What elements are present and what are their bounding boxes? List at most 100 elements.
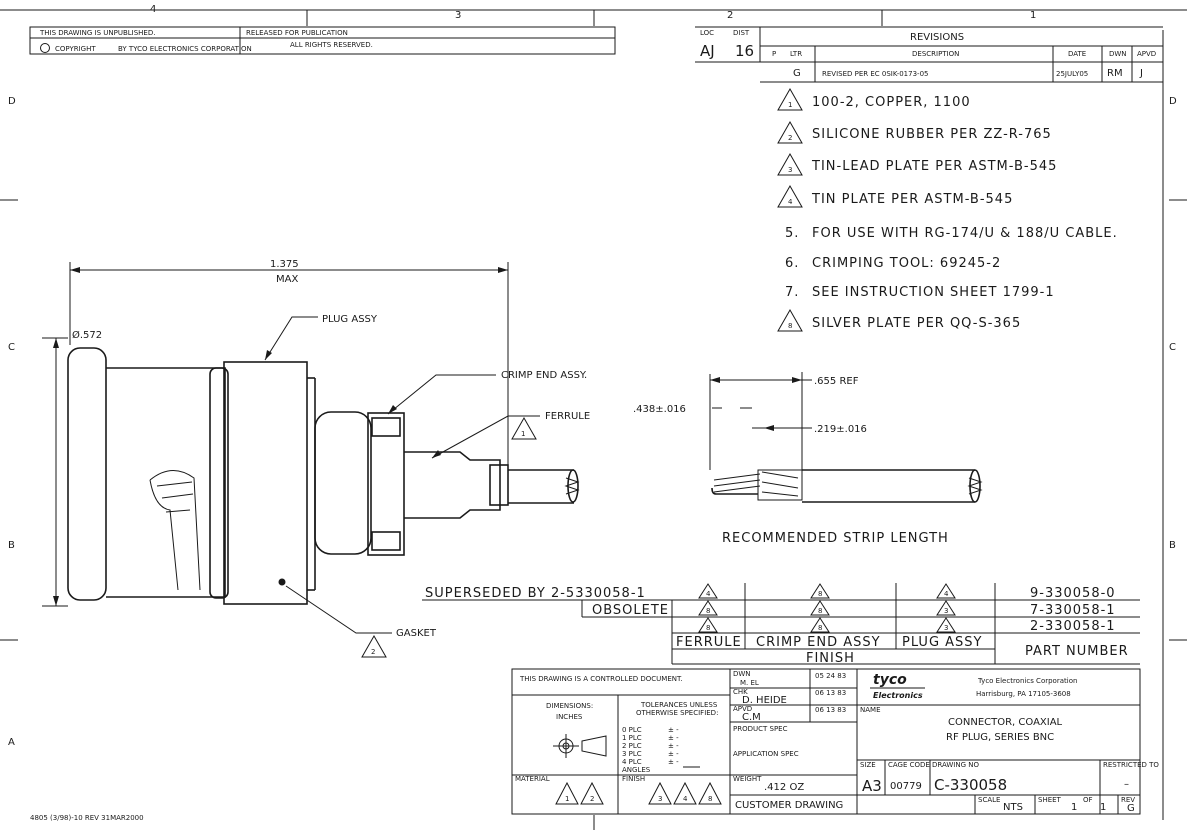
- material-flag: 2: [590, 795, 594, 803]
- part-table-row: 4 8 4 9-330058-0: [698, 583, 1116, 601]
- controlled-document-note: THIS DRAWING IS A CONTROLLED DOCUMENT.: [519, 675, 683, 683]
- zone-label-side-right: C: [1169, 342, 1176, 353]
- diameter-dimension: Ø.572: [72, 329, 102, 341]
- sheet-label: SHEET: [1038, 796, 1062, 804]
- rev-letter: G: [793, 68, 801, 79]
- dwn-date: 05 24 83: [815, 672, 846, 680]
- part-number-header: PART NUMBER: [1025, 644, 1129, 659]
- chk-date: 06 13 83: [815, 689, 846, 697]
- form-footer: 4805 (3/98)-10 REV 31MAR2000: [30, 814, 144, 822]
- tolerance-value: ± -: [668, 726, 679, 734]
- finish-flag: 8: [706, 624, 710, 632]
- dist-value: 16: [735, 42, 754, 60]
- tolerance-value: ± -: [668, 734, 679, 742]
- part-number: 2-330058-1: [1030, 619, 1116, 634]
- scale-label: SCALE: [978, 796, 1000, 804]
- note-text: FOR USE WITH RG-174/U & 188/U CABLE.: [812, 226, 1118, 241]
- restricted-value: –: [1124, 779, 1129, 790]
- note-text: CRIMPING TOOL: 69245-2: [812, 256, 1001, 271]
- plug-assy-label: PLUG ASSY: [322, 314, 378, 325]
- zone-label-side-right: B: [1169, 540, 1176, 551]
- finish-flag: 8: [708, 795, 712, 803]
- chk-value: D. HEIDE: [742, 695, 787, 706]
- drawing-no-value: C-330058: [934, 776, 1007, 794]
- weight-label: WEIGHT: [733, 775, 762, 783]
- released-note: RELEASED FOR PUBLICATION: [246, 29, 348, 37]
- note-number: 2: [788, 134, 792, 142]
- note-text: 100-2, COPPER, 1100: [812, 95, 971, 110]
- zone-label-top: 2: [727, 10, 733, 21]
- zone-label-side: B: [8, 540, 15, 551]
- tolerance-value: ± -: [668, 758, 679, 766]
- tolerance-row: 2 PLC: [622, 742, 642, 750]
- ferrule-label: FERRULE: [545, 411, 590, 422]
- tolerance-rows: 0 PLC 1 PLC 2 PLC 3 PLC 4 PLC ANGLES ± -…: [622, 726, 679, 774]
- weight-value: .412 OZ: [764, 782, 804, 793]
- gasket-label: GASKET: [396, 628, 437, 639]
- zone-label-side: C: [8, 342, 15, 353]
- drawing-border: [0, 9, 1187, 830]
- dwn-label: DWN: [733, 670, 751, 678]
- of-value: 1: [1100, 802, 1106, 813]
- finish-flag: 8: [706, 607, 710, 615]
- rev-col-description: DESCRIPTION: [912, 50, 959, 58]
- product-spec-label: PRODUCT SPEC: [733, 725, 788, 733]
- col-plug: PLUG ASSY: [902, 635, 983, 650]
- note-flag-triangle: [777, 87, 803, 111]
- rev-col-p: P: [772, 50, 776, 58]
- rev-col-dwn: DWN: [1109, 50, 1127, 58]
- connector-drawing: [42, 262, 580, 658]
- customer-drawing-label: CUSTOMER DRAWING: [735, 800, 843, 811]
- zone-label-side: D: [8, 96, 16, 107]
- finish-flag: 3: [658, 795, 662, 803]
- copyright-note: COPYRIGHT: [55, 45, 96, 53]
- rev-col-date: DATE: [1068, 50, 1086, 58]
- note-flag-triangle: [777, 184, 803, 208]
- strip-dimension: .438±.016: [633, 404, 686, 415]
- finish-flag: 8: [818, 607, 822, 615]
- note-flag-triangle: [777, 152, 803, 176]
- finish-flag: 3: [944, 607, 948, 615]
- note-text: SILVER PLATE PER QQ-S-365: [812, 316, 1021, 331]
- restricted-label: RESTRICTED TO: [1103, 761, 1159, 769]
- revisions-block: [695, 26, 1163, 83]
- notes-list: 1 100-2, COPPER, 1100 2 SILICONE RUBBER …: [777, 87, 1118, 332]
- rev-apvd: J: [1139, 68, 1143, 79]
- zone-label-top: 1: [1030, 10, 1036, 21]
- note-number: 6.: [785, 256, 799, 271]
- application-spec-label: APPLICATION SPEC: [733, 750, 799, 758]
- apvd-date: 06 13 83: [815, 706, 846, 714]
- dist-label: DIST: [733, 29, 750, 37]
- corporation-address: Harrisburg, PA 17105-3608: [976, 690, 1071, 698]
- material-label: MATERIAL: [515, 775, 550, 783]
- material-flag: 1: [565, 795, 569, 803]
- part-name-line-2: RF PLUG, SERIES BNC: [946, 732, 1054, 743]
- part-number: 9-330058-0: [1030, 586, 1116, 601]
- loc-label: LOC: [700, 29, 714, 37]
- cage-code-label: CAGE CODE: [888, 761, 930, 769]
- ferrule-flag-number: 1: [521, 430, 525, 438]
- tolerance-row: 3 PLC: [622, 750, 642, 758]
- strip-ref-dimension: .655 REF: [814, 376, 859, 387]
- superseded-note: SUPERSEDED BY 2-5330058-1: [425, 586, 646, 601]
- tolerance-row: 0 PLC: [622, 726, 642, 734]
- size-label: SIZE: [860, 761, 876, 769]
- note-number: 5.: [785, 226, 799, 241]
- rev-label: REV: [1121, 796, 1135, 804]
- tolerance-value: ± -: [668, 742, 679, 750]
- dwn-value: M. EL: [740, 679, 759, 687]
- unpublished-note: THIS DRAWING IS UNPUBLISHED.: [39, 29, 155, 37]
- finish-flag: 4: [944, 590, 949, 598]
- note-number: 3: [788, 166, 792, 174]
- finish-flag: 4: [683, 795, 688, 803]
- rev-value: G: [1127, 803, 1135, 814]
- col-crimp: CRIMP END ASSY: [756, 635, 881, 650]
- chk-label: CHK: [733, 688, 748, 696]
- finish-flag: 3: [944, 624, 948, 632]
- tolerance-row: 1 PLC: [622, 734, 642, 742]
- finish-label: FINISH: [622, 775, 645, 783]
- cage-code-value: 00779: [890, 781, 922, 792]
- finish-flag: 8: [818, 624, 822, 632]
- note-text: SILICONE RUBBER PER ZZ-R-765: [812, 127, 1052, 142]
- tolerance-row: 4 PLC: [622, 758, 642, 766]
